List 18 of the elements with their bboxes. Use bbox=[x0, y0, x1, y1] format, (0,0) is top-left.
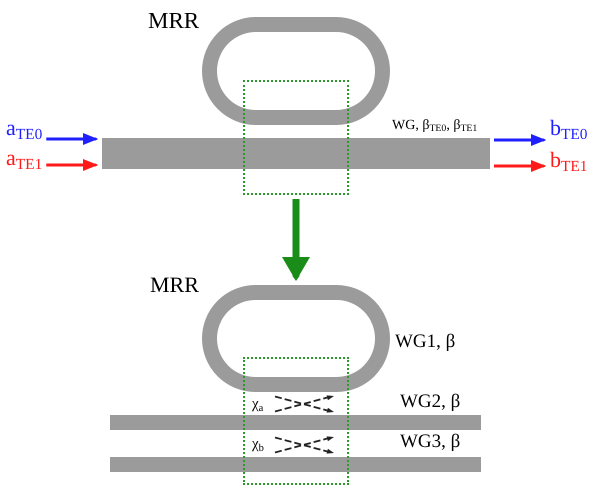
coupling-label: χ$_{b}$ bbox=[252, 436, 264, 453]
coupling-label: χ$_{a}$ bbox=[252, 396, 264, 413]
arrow bbox=[46, 159, 98, 171]
arrow bbox=[282, 199, 310, 281]
ring-label: MRR bbox=[150, 272, 199, 298]
waveguide-label: WG3, β bbox=[400, 431, 460, 453]
waveguide-label: WG, β$_{TE0}$, β$_{TE1}$ bbox=[392, 118, 478, 134]
waveguide-label: WG1, β bbox=[395, 331, 456, 353]
mode-label: a$_{TE1}$ bbox=[6, 145, 42, 171]
arrow bbox=[494, 134, 546, 146]
arrow bbox=[494, 160, 546, 172]
mode-label: b$_{TE0}$ bbox=[550, 115, 588, 141]
ring-label: MRR bbox=[148, 8, 200, 34]
arrow bbox=[46, 133, 98, 145]
dotted-frame bbox=[243, 80, 349, 195]
mode-label: a$_{TE0}$ bbox=[6, 115, 42, 141]
waveguide-label: WG2, β bbox=[400, 391, 460, 413]
mode-label: b$_{TE1}$ bbox=[550, 147, 588, 173]
